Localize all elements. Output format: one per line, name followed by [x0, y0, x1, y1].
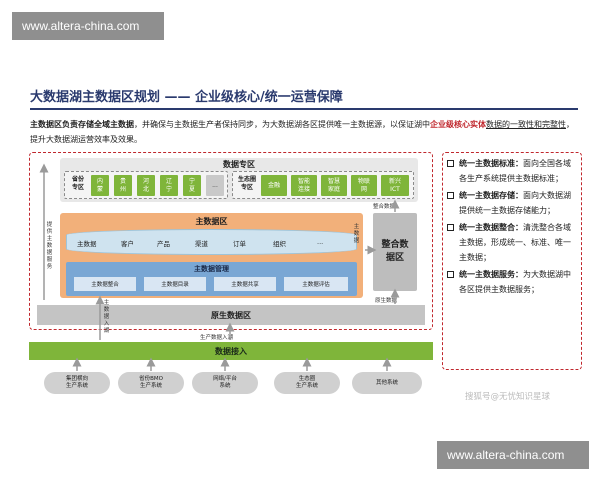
- hub-output-label: 整合数据: [373, 202, 396, 210]
- watermark-top: www.altera-china.com: [12, 12, 164, 40]
- feature-head: 统一主数据存储：: [459, 191, 523, 200]
- integration-zone: 整合数 据区: [373, 213, 417, 291]
- eco-label: 生态圈 专区: [237, 176, 256, 191]
- intro-text: ，并确保与主数据生产者保持同步，为大数据湖各区提供唯一主数据源，以保证湖中: [134, 120, 430, 129]
- eco-group: 生态圈 专区 金融 智能 连接 智慧 家庭 物联 网 新兴 ICT: [232, 171, 414, 199]
- master-to-hub-label: 主数据: [353, 224, 360, 244]
- checkbox-icon: [447, 271, 454, 278]
- source-system: 网络/平台 系统: [192, 372, 258, 394]
- province-chip: 内 蒙: [91, 175, 109, 196]
- watermark-bottom: www.altera-china.com: [437, 441, 589, 469]
- intro-highlight: 企业级核心实体: [430, 120, 486, 129]
- store-item: 客户: [121, 240, 134, 248]
- province-group: 省份 专区 内 蒙 贵 州 河 北 辽 宁 宁 夏 ...: [64, 171, 228, 199]
- source-system: 生态圈 生产系统: [274, 372, 340, 394]
- raw-to-hub-label: 原生数据: [375, 296, 398, 304]
- master-zone-title: 主数据区: [195, 217, 228, 226]
- master-ingest-label: 主数据入湖: [103, 300, 110, 334]
- feature-item: 统一主数据整合：清洗整合各域主数据，形成统一、标准、唯一主数据；: [447, 220, 577, 265]
- province-chip-more: ...: [206, 175, 224, 196]
- feature-text: 面向全国各域各生产系统提供主数据标准；: [459, 159, 571, 183]
- master-data-management: 主数据管理 主数据整合 主数据目录 主数据共享 主数据评估: [66, 262, 357, 296]
- checkbox-icon: [447, 160, 454, 167]
- feature-text: 为大数据湖中各区提供主数据服务；: [459, 270, 571, 294]
- mgmt-item: 主数据目录: [144, 277, 206, 291]
- source-credit: 搜狐号@无忧知识星球: [465, 392, 551, 402]
- store-item: 组织: [273, 240, 286, 248]
- feature-panel: 统一主数据标准：面向全国各域各生产系统提供主数据标准； 统一主数据存储：面向大数…: [442, 152, 582, 370]
- province-chip: 辽 宁: [160, 175, 178, 196]
- eco-chip: 智能 连接: [291, 175, 317, 196]
- data-ingest-bar: 数据接入: [29, 342, 433, 360]
- store-item: ...: [317, 238, 324, 246]
- source-system: 省份BMO 生产系统: [118, 372, 184, 394]
- mgmt-item: 主数据评估: [284, 277, 348, 291]
- feature-item: 统一主数据服务：为大数据湖中各区提供主数据服务；: [447, 267, 577, 297]
- store-item: 渠道: [195, 240, 208, 248]
- feature-text: 清洗整合各域主数据，形成统一、标准、唯一主数据；: [459, 223, 571, 262]
- feature-head: 统一主数据标准：: [459, 159, 523, 168]
- province-chip: 宁 夏: [183, 175, 201, 196]
- feature-item: 统一主数据标准：面向全国各域各生产系统提供主数据标准；: [447, 156, 577, 186]
- province-label: 省份 专区: [71, 176, 84, 191]
- intro-bold: 主数据区负责存储全域主数据: [30, 120, 134, 129]
- province-chip: 贵 州: [114, 175, 132, 196]
- master-data-store: 主数据 客户 产品 渠道 订单 组织 ...: [66, 229, 357, 255]
- eco-chip: 金融: [261, 175, 287, 196]
- mgmt-item: 主数据整合: [74, 277, 136, 291]
- intro-tail: ，提升大数据湖运营效率及效果。: [30, 120, 574, 144]
- feature-item: 统一主数据存储：面向大数据湖提供统一主数据存储能力；: [447, 188, 577, 218]
- eco-chip: 智慧 家庭: [321, 175, 347, 196]
- slide-title: 大数据湖主数据区规划 —— 企业级核心/统一运营保障: [30, 90, 343, 105]
- service-label: 提供主数据服务: [46, 222, 53, 270]
- raw-data-zone: 原生数据区: [37, 305, 425, 325]
- eco-chip: 新兴 ICT: [381, 175, 409, 196]
- title-divider: [30, 108, 578, 110]
- data-zone-title: 数据专区: [223, 160, 255, 169]
- feature-text: 面向大数据湖提供统一主数据存储能力；: [459, 191, 571, 215]
- checkbox-icon: [447, 224, 454, 231]
- feature-head: 统一主数据整合：: [459, 223, 523, 232]
- feature-head: 统一主数据服务：: [459, 270, 523, 279]
- intro-underline: 数据的一致性和完整性: [486, 120, 566, 129]
- source-system: 其他系统: [352, 372, 422, 394]
- source-system: 集团横向 生产系统: [44, 372, 110, 394]
- eco-chip: 物联 网: [351, 175, 377, 196]
- data-zone: 数据专区 省份 专区 内 蒙 贵 州 河 北 辽 宁 宁 夏 ... 生态圈 专…: [60, 158, 418, 202]
- mgmt-title: 主数据管理: [194, 265, 229, 273]
- store-item: 产品: [157, 240, 170, 248]
- mgmt-item: 主数据共享: [214, 277, 276, 291]
- master-data-zone: 主数据区 主数据 客户 产品 渠道 订单 组织 ... 主数据管理 主数据整合 …: [60, 213, 363, 298]
- intro-paragraph: 主数据区负责存储全域主数据，并确保与主数据生产者保持同步，为大数据湖各区提供唯一…: [30, 117, 580, 147]
- checkbox-icon: [447, 192, 454, 199]
- store-item: 主数据: [77, 240, 97, 248]
- raw-ingest-label: 生产数据入湖: [200, 333, 234, 341]
- province-chip: 河 北: [137, 175, 155, 196]
- integration-zone-label: 整合数 据区: [381, 240, 409, 263]
- store-item: 订单: [233, 240, 246, 248]
